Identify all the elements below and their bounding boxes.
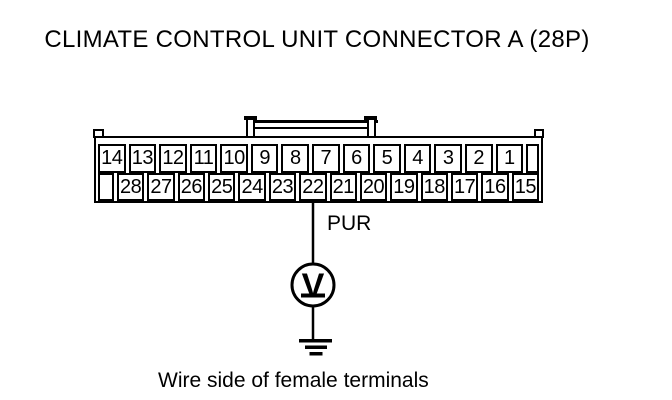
voltmeter-underline bbox=[301, 293, 325, 298]
meter-and-ground-assembly: V bbox=[290, 203, 336, 356]
pin-cell-3: 3 bbox=[434, 144, 462, 173]
pin-cell-27: 27 bbox=[147, 173, 175, 201]
clip-cap-right-icon bbox=[364, 116, 377, 120]
pin-cell-14: 14 bbox=[98, 144, 126, 173]
pin-cell-23: 23 bbox=[268, 173, 297, 201]
clip-bar-top-icon bbox=[247, 120, 378, 123]
wire-color-label: PUR bbox=[327, 212, 372, 235]
caption-text: Wire side of female terminals bbox=[158, 369, 429, 392]
ground-icon-bar2 bbox=[305, 345, 327, 349]
clip-cap-left-icon bbox=[244, 116, 257, 120]
ground-icon-bar3 bbox=[309, 352, 323, 356]
pin-cell-5: 5 bbox=[373, 144, 401, 173]
clip-bar-lower-icon bbox=[255, 127, 369, 129]
pin-cell-13: 13 bbox=[128, 144, 157, 173]
latch-tab-right-icon bbox=[534, 129, 544, 138]
pin-cell-7: 7 bbox=[312, 144, 340, 173]
diagram-title: CLIMATE CONTROL UNIT CONNECTOR A (28P) bbox=[44, 26, 590, 53]
pin-cell-21: 21 bbox=[329, 173, 357, 201]
pin-cell-11: 11 bbox=[189, 144, 218, 173]
pin-cell-1: 1 bbox=[495, 144, 524, 173]
pin-cell-18: 18 bbox=[420, 173, 448, 201]
pin-cell-28: 28 bbox=[117, 173, 145, 201]
latch-tab-left-icon bbox=[93, 129, 104, 138]
pin-cell-15: 15 bbox=[511, 173, 540, 201]
pin-cell-6: 6 bbox=[342, 144, 371, 173]
clip-post-right-icon bbox=[367, 120, 376, 138]
pin-cell-26: 26 bbox=[177, 173, 206, 201]
pin-cell-24: 24 bbox=[238, 173, 266, 201]
pin-cell-12: 12 bbox=[159, 144, 187, 173]
pin-cell-17: 17 bbox=[450, 173, 479, 201]
voltmeter-letter: V bbox=[302, 267, 325, 305]
pin-cell-4: 4 bbox=[403, 144, 432, 173]
blank-cell bbox=[98, 173, 114, 201]
blank-cell bbox=[526, 144, 540, 173]
pin-cell-16: 16 bbox=[481, 173, 509, 201]
clip-post-left-icon bbox=[246, 120, 255, 138]
pin-cell-19: 19 bbox=[390, 173, 418, 201]
pin-cell-9: 9 bbox=[250, 144, 279, 173]
pin-cell-22: 22 bbox=[299, 173, 327, 201]
ground-icon-bar1 bbox=[299, 339, 332, 343]
pin-cell-2: 2 bbox=[464, 144, 493, 173]
pin-cell-10: 10 bbox=[220, 144, 248, 173]
pin-cell-8: 8 bbox=[281, 144, 310, 173]
pin-cell-20: 20 bbox=[359, 173, 388, 201]
pin-cell-25: 25 bbox=[208, 173, 236, 201]
